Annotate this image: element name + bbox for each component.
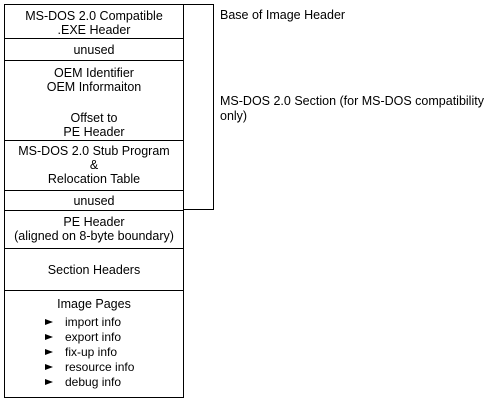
section-headers-text: Section Headers: [47, 263, 141, 277]
unused-text-2: unused: [73, 194, 115, 208]
image-pages-item: resource info: [45, 359, 134, 374]
pe-header-text: PE Header (aligned on 8-byte boundary): [14, 215, 174, 243]
pe-header-block: PE Header (aligned on 8-byte boundary): [4, 210, 184, 249]
right-arrowhead-icon: [45, 318, 53, 325]
unused-block-2: unused: [4, 190, 184, 211]
right-arrowhead-icon: [45, 378, 53, 385]
oem-info-block: OEM Identifier OEM Informaiton Offset to…: [4, 60, 184, 141]
msdos-section-label: MS-DOS 2.0 Section (for MS-DOS compatibi…: [220, 94, 484, 123]
pe-offset-text: Offset to PE Header: [63, 111, 125, 139]
section-headers-block: Section Headers: [4, 248, 184, 291]
unused-text-1: unused: [73, 43, 115, 57]
image-pages-item-label: export info: [65, 329, 122, 344]
msdos-exe-header-text: MS-DOS 2.0 Compatible .EXE Header: [25, 9, 163, 37]
msdos-exe-header-block: MS-DOS 2.0 Compatible .EXE Header: [4, 4, 184, 39]
image-pages-item: export info: [45, 329, 121, 344]
image-pages-item-label: import info: [65, 314, 122, 329]
right-arrowhead-icon: [45, 348, 53, 355]
stub-program-text: MS-DOS 2.0 Stub Program & Relocation Tab…: [18, 144, 170, 186]
msdos-section-bracket: [184, 4, 214, 210]
stub-program-block: MS-DOS 2.0 Stub Program & Relocation Tab…: [4, 140, 184, 191]
right-arrowhead-icon: [45, 363, 53, 370]
image-pages-title: Image Pages: [57, 297, 131, 311]
oem-info-text: OEM Identifier OEM Informaiton: [46, 66, 142, 94]
image-pages-item: debug info: [45, 374, 121, 389]
right-arrowhead-icon: [45, 333, 53, 340]
image-pages-item: import info: [45, 314, 121, 329]
image-pages-item-label: fix-up info: [65, 344, 118, 359]
image-pages-item-label: resource info: [65, 359, 135, 374]
unused-block-1: unused: [4, 38, 184, 61]
image-pages-item-label: debug info: [65, 374, 122, 389]
image-pages-item: fix-up info: [45, 344, 117, 359]
image-pages-block: Image Pages import info export info fix-…: [4, 290, 184, 398]
base-of-image-header-label: Base of Image Header: [220, 8, 346, 22]
